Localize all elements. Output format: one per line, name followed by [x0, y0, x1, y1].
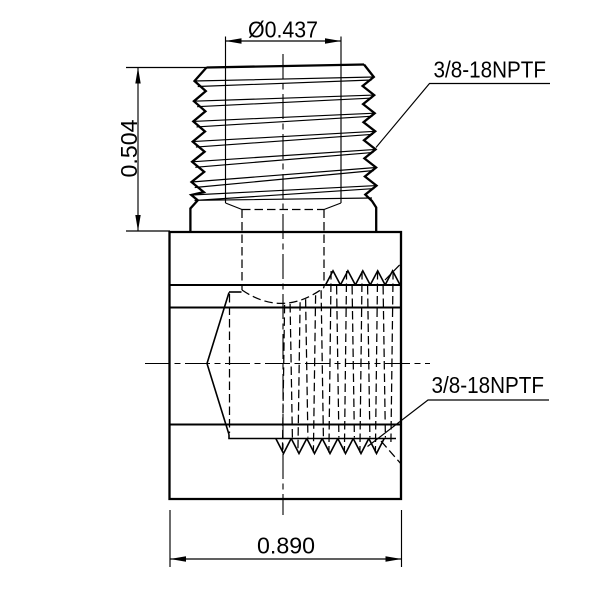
female-thread-root-line: [228, 434, 396, 440]
body-width-arrow-left: [170, 556, 186, 562]
pilot-diameter-arrow-left: [225, 38, 242, 44]
female-thread-upper-profile: [324, 269, 401, 286]
female-thread-lower-profile: [275, 438, 385, 456]
female-thread-chamfer-hidden: [380, 262, 402, 465]
male-thread-crest-lines: [191, 76, 377, 202]
callout-female-thread: 3/8-18NPTF: [367, 372, 549, 447]
vertical-bore-hidden-lines: [241, 209, 325, 290]
thread-length-arrow-bottom: [135, 215, 141, 231]
body-width-extension-lines: [169, 510, 403, 567]
thread-length-arrow-top: [135, 67, 141, 84]
body-width-dimension: 0.890: [257, 533, 315, 559]
dimension-pilot-diameter: Ø0.437: [224, 16, 342, 203]
male-thread-left-edge: [188, 66, 208, 232]
female-thread-leader-line: [367, 399, 549, 447]
dimension-body-width: 0.890: [169, 510, 403, 567]
female-thread-label: 3/8-18NPTF: [432, 372, 545, 398]
male-thread-right-edge: [360, 63, 379, 232]
centerlines: [145, 54, 430, 515]
pilot-diameter-dimension: Ø0.437: [248, 16, 318, 42]
internal-cavity: [206, 202, 396, 440]
pilot-diameter-arrow-right: [325, 38, 341, 44]
male-thread: [188, 63, 379, 232]
body: [168, 230, 403, 501]
dimension-thread-length: 0.504: [116, 66, 207, 232]
female-thread-hidden-lines: [281, 270, 394, 453]
thread-length-extension-lines: [126, 66, 207, 232]
female-thread: [275, 262, 402, 465]
male-thread-leader-line: [375, 82, 550, 148]
pilot-diameter-extension-lines: [224, 36, 342, 203]
body-outline: [168, 230, 403, 501]
thread-length-dimension: 0.504: [116, 119, 142, 177]
callout-male-thread: 3/8-18NPTF: [375, 57, 550, 148]
male-thread-label: 3/8-18NPTF: [434, 57, 547, 83]
male-thread-top-edge: [206, 63, 365, 69]
body-width-arrow-right: [385, 556, 402, 562]
neck-cavity-slants: [225, 202, 342, 211]
